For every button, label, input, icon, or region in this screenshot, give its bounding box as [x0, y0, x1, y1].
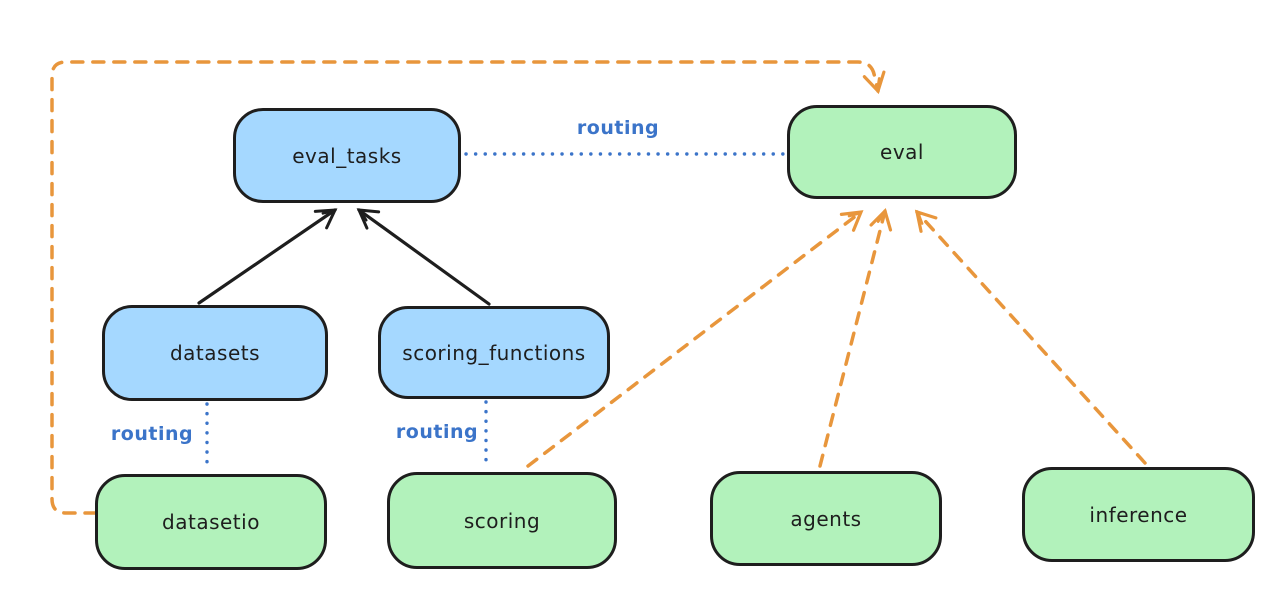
node-eval: eval	[787, 105, 1017, 199]
edge-label-routing-datasets-datasetio: routing	[110, 423, 194, 445]
node-inference-label: inference	[1089, 502, 1188, 527]
node-datasets-label: datasets	[169, 341, 261, 365]
edge-label-routing-scoring-functions-scoring: routing	[395, 421, 479, 443]
edge-label-routing-eval-tasks-eval: routing	[576, 117, 660, 139]
node-inference: inference	[1022, 467, 1255, 562]
node-scoring-functions: scoring_functions	[378, 306, 610, 399]
node-eval-label: eval	[880, 140, 924, 164]
node-agents-label: agents	[790, 506, 862, 531]
edge-agents-to-eval	[818, 207, 893, 468]
node-datasetio-label: datasetio	[162, 510, 260, 534]
edge-datasets-to-eval-tasks	[197, 208, 338, 305]
node-datasets: datasets	[102, 305, 328, 401]
node-scoring-functions-label: scoring_functions	[402, 340, 586, 365]
edge-scoring-to-eval	[526, 210, 864, 468]
node-eval-tasks-label: eval_tasks	[292, 143, 402, 168]
edge-datasetio-to-eval-loop	[50, 60, 886, 515]
node-eval-tasks: eval_tasks	[233, 108, 461, 203]
node-datasetio: datasetio	[95, 474, 327, 570]
edge-inference-to-eval	[914, 209, 1147, 465]
node-scoring-label: scoring	[463, 508, 541, 533]
node-scoring: scoring	[387, 472, 617, 569]
node-agents: agents	[710, 471, 942, 566]
edge-scoring-functions-to-eval-tasks	[356, 208, 491, 306]
